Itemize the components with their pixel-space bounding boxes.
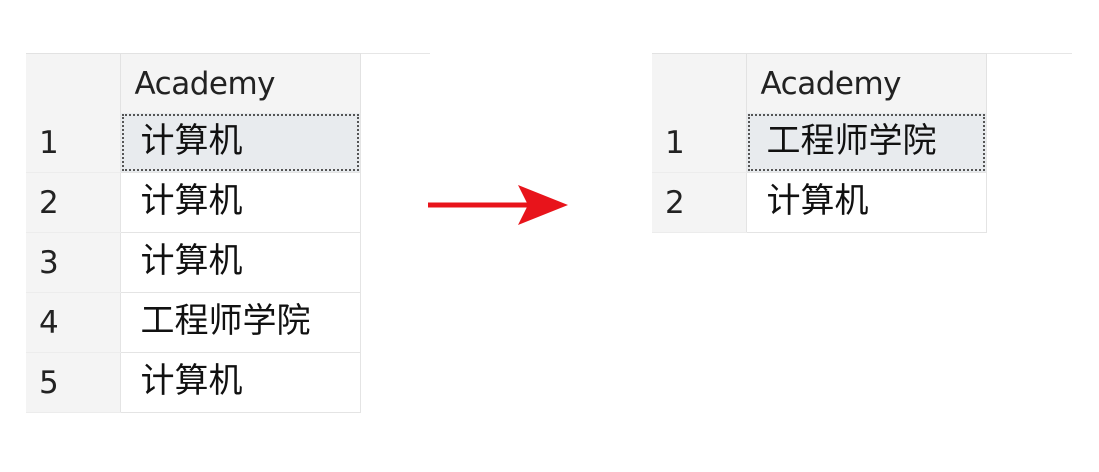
column-header-academy[interactable]: Academy: [745, 53, 987, 113]
grid-cell[interactable]: 工程师学院: [745, 113, 987, 173]
table-row: 4 工程师学院: [26, 292, 430, 353]
cell-value: 计算机: [121, 113, 359, 172]
grid-empty-area: [360, 113, 430, 173]
grid-empty-area: [986, 113, 1072, 173]
cell-value: 计算机: [140, 361, 243, 401]
grid-cell[interactable]: 计算机: [119, 113, 361, 173]
grid-cell[interactable]: 计算机: [119, 352, 361, 413]
table-row: 1 工程师学院: [652, 113, 1072, 173]
table-row: 5 计算机: [26, 352, 430, 413]
right-results-grid: Academy 1 工程师学院 2 计算机: [652, 53, 1072, 233]
table-row: 2 计算机: [26, 172, 430, 233]
grid-empty-area: [986, 53, 1072, 113]
cell-value: 计算机: [140, 241, 243, 281]
row-number[interactable]: 2: [26, 172, 120, 233]
grid-empty-area: [986, 173, 1072, 233]
cell-value: 计算机: [140, 181, 243, 221]
row-number[interactable]: 3: [26, 232, 120, 293]
right-arrow-icon: [428, 185, 568, 225]
grid-corner[interactable]: [26, 53, 120, 113]
grid-empty-area: [360, 293, 430, 353]
left-results-grid: Academy 1 计算机 2 计算机 3 计算机 4 工程师学院 5 计算机: [26, 53, 430, 413]
grid-corner[interactable]: [652, 53, 746, 113]
grid-cell[interactable]: 计算机: [119, 172, 361, 233]
grid-cell[interactable]: 计算机: [745, 172, 987, 233]
row-number[interactable]: 2: [652, 172, 746, 233]
grid-cell[interactable]: 计算机: [119, 232, 361, 293]
cell-value: 工程师学院: [140, 301, 311, 341]
header-row: Academy: [26, 53, 430, 113]
grid-empty-area: [360, 353, 430, 413]
row-number[interactable]: 1: [652, 113, 746, 173]
grid-empty-area: [360, 233, 430, 293]
row-number[interactable]: 5: [26, 352, 120, 413]
arrow-head: [518, 185, 568, 225]
grid-empty-area: [360, 173, 430, 233]
column-header-academy[interactable]: Academy: [119, 53, 361, 113]
table-row: 3 计算机: [26, 232, 430, 293]
cell-value: 工程师学院: [747, 113, 985, 172]
row-number[interactable]: 4: [26, 292, 120, 353]
table-row: 2 计算机: [652, 172, 1072, 233]
grid-empty-area: [360, 53, 430, 113]
grid-cell[interactable]: 工程师学院: [119, 292, 361, 353]
row-number[interactable]: 1: [26, 113, 120, 173]
cell-value: 计算机: [766, 181, 869, 221]
table-row: 1 计算机: [26, 113, 430, 173]
header-row: Academy: [652, 53, 1072, 113]
